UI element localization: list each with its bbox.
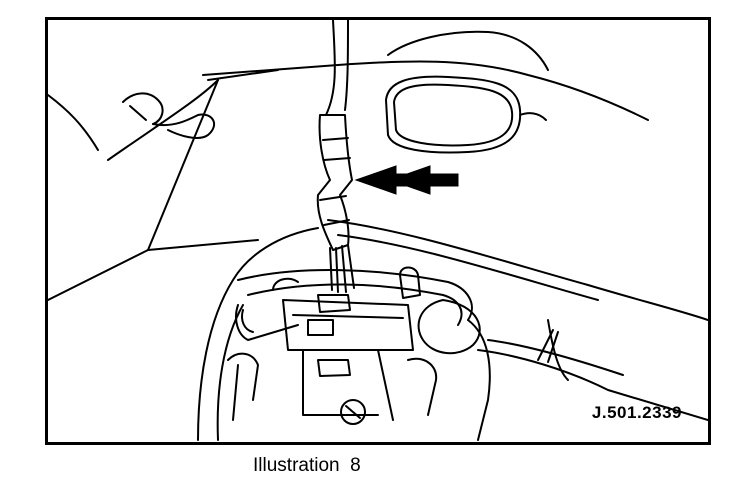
visor-clip [48,92,216,151]
interior-mirror [385,75,547,154]
reference-code: J.501.2339 [591,403,682,422]
illustration-frame: J.501.2339 [45,17,711,445]
console-housing [197,227,708,441]
line-drawing [48,20,708,441]
headliner-lines [48,30,708,321]
wiring-harness [316,20,355,293]
indicator-arrows [354,165,459,195]
figure-caption: Illustration 8 [253,455,361,476]
arrow-icon [388,165,459,195]
